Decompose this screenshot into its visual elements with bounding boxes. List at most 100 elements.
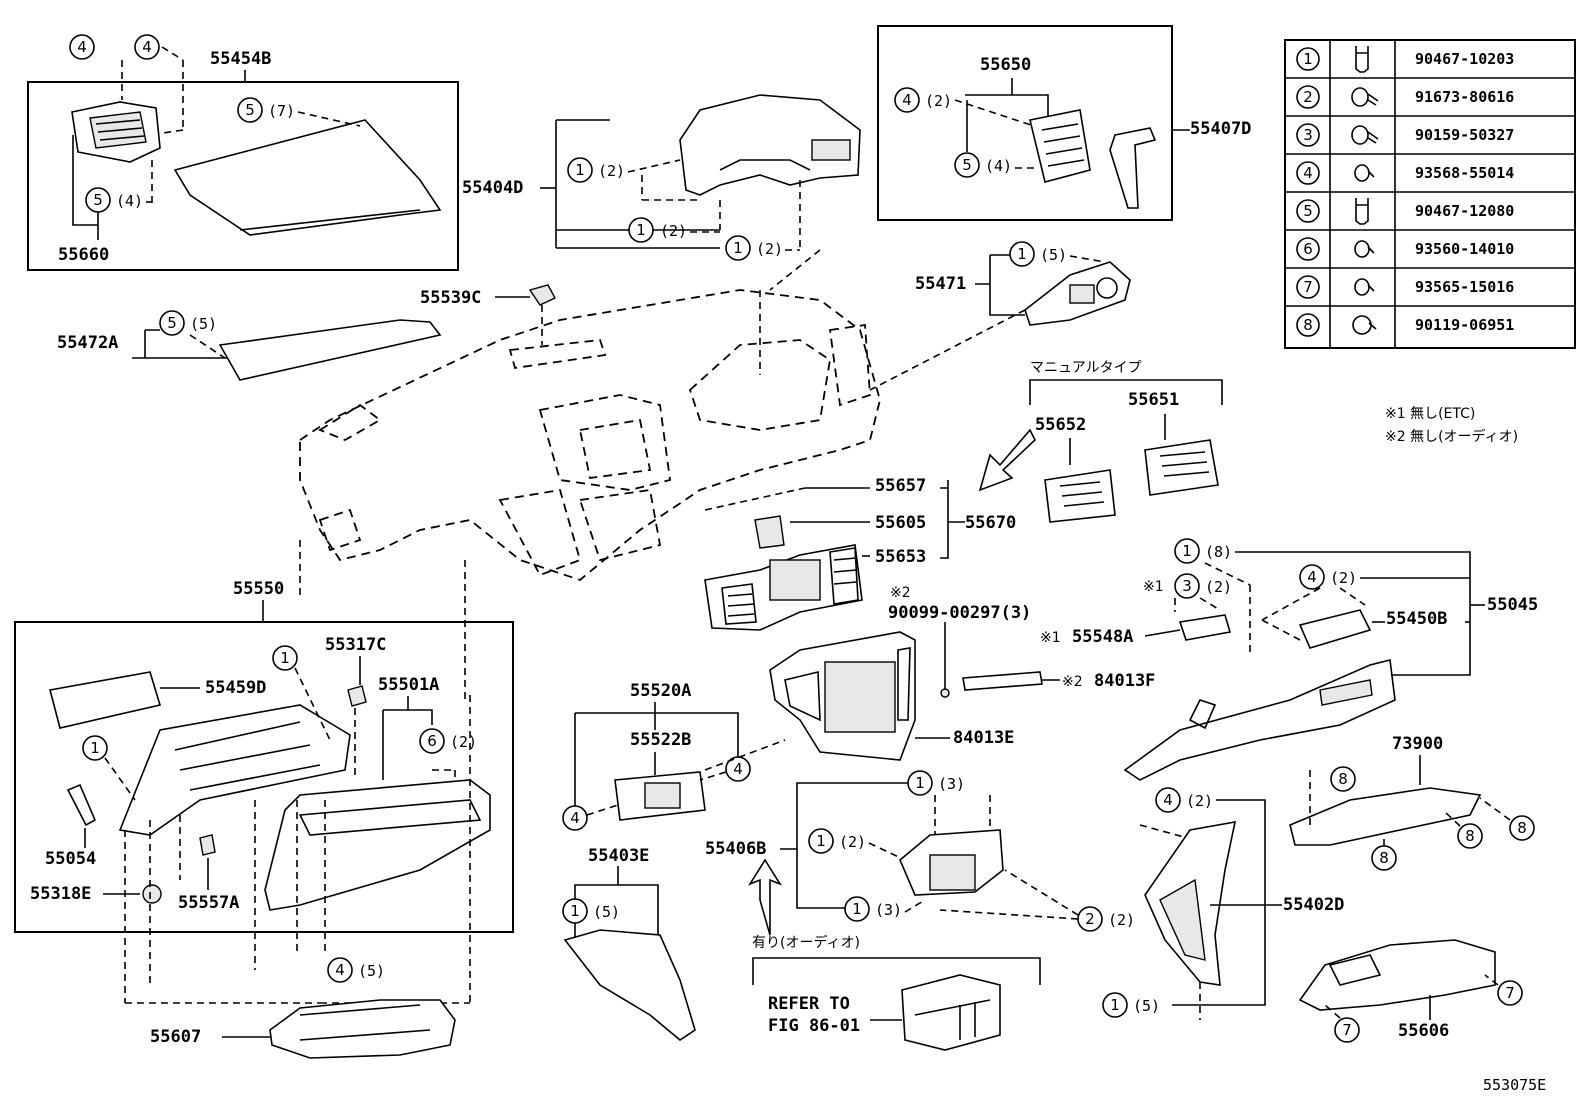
svg-text:8: 8 xyxy=(1517,819,1527,837)
svg-text:(2): (2) xyxy=(925,92,952,110)
legend-num-3: 3 xyxy=(1303,126,1313,144)
svg-text:4: 4 xyxy=(335,961,345,979)
legend-marker-5 xyxy=(1296,199,1320,223)
console-side-group: 4 (2) 55402D 1 (5) xyxy=(1102,787,1344,1020)
lower-cover-part-55607 xyxy=(269,999,456,1059)
note-2: ※2 無し(オーディオ) xyxy=(1385,428,1518,445)
mark-2a: ※2 xyxy=(890,585,911,601)
clip-icon xyxy=(1355,46,1369,73)
svg-text:1: 1 xyxy=(570,902,580,920)
stopper-part-55317C xyxy=(347,685,367,707)
label-55660: 55660 xyxy=(58,245,109,265)
label-84013E: 84013E xyxy=(953,728,1014,748)
label-55653: 55653 xyxy=(875,547,926,567)
svg-text:1: 1 xyxy=(852,900,862,918)
svg-text:1: 1 xyxy=(1017,245,1027,263)
legend-part-8: 90119-06951 xyxy=(1415,316,1514,334)
legend-marker-2 xyxy=(1296,85,1320,109)
label-55454B: 55454B xyxy=(210,49,271,69)
clock-group: 55520A 55522B 4 4 xyxy=(562,681,786,831)
svg-text:(5): (5) xyxy=(190,315,217,333)
svg-text:1: 1 xyxy=(915,774,925,792)
under-cover-part-55606 xyxy=(1298,939,1496,1011)
label-55550: 55550 xyxy=(233,579,284,599)
legend-marker-6 xyxy=(1296,237,1320,261)
screw-icon xyxy=(1351,87,1379,107)
screw-icon xyxy=(1351,125,1379,145)
audio-present-label: 有り(オーディオ) xyxy=(752,934,860,951)
bracket-part-55605 xyxy=(754,515,785,549)
label-55605: 55605 xyxy=(875,513,926,533)
svg-text:(2): (2) xyxy=(756,240,783,258)
under-cover-group: 55606 7 7 xyxy=(1298,939,1523,1043)
switch-panel-group: 55471 1 (5) xyxy=(915,241,1131,326)
center-register-group: 55657 55605 55653 55670 xyxy=(704,476,1016,631)
label-55522B: 55522B xyxy=(630,730,691,750)
center-vent-part xyxy=(1029,109,1091,183)
manual-type-group: マニュアルタイプ 55652 55651 xyxy=(978,360,1223,523)
legend-num-6: 6 xyxy=(1303,240,1313,258)
legend-marker-7 xyxy=(1296,275,1320,299)
legend-num-1: 1 xyxy=(1303,50,1313,68)
svg-text:(2): (2) xyxy=(450,733,477,751)
label-55557A: 55557A xyxy=(178,893,239,913)
trim-strip-part xyxy=(1109,127,1157,209)
svg-text:(5): (5) xyxy=(593,903,620,921)
svg-text:8: 8 xyxy=(1379,849,1389,867)
defroster-part xyxy=(218,319,442,381)
pad-part xyxy=(173,119,442,236)
panel-part-55450B xyxy=(1298,609,1372,649)
glove-box-door-part xyxy=(264,779,491,911)
label-55403E: 55403E xyxy=(588,846,649,866)
hinge-part-55054 xyxy=(66,783,97,827)
svg-text:8: 8 xyxy=(1465,827,1475,845)
svg-text:4: 4 xyxy=(1307,568,1317,586)
legend-num-2: 2 xyxy=(1303,88,1313,106)
vent-part-55652 xyxy=(1044,469,1116,523)
trim-part-84013F xyxy=(962,671,1043,691)
console-trim-part xyxy=(563,929,696,1041)
legend-num-5: 5 xyxy=(1303,202,1313,220)
svg-text:1: 1 xyxy=(733,239,743,257)
qty-8: (8) xyxy=(1205,543,1232,561)
label-55318E: 55318E xyxy=(30,884,91,904)
svg-text:1: 1 xyxy=(90,739,100,757)
label-55670: 55670 xyxy=(965,513,1016,533)
qty-4a: (4) xyxy=(116,192,143,210)
svg-text:(2): (2) xyxy=(1205,578,1232,596)
svg-text:(4): (4) xyxy=(985,157,1012,175)
svg-text:4: 4 xyxy=(902,91,912,109)
screw-icon xyxy=(1354,240,1375,258)
note-1: ※1 無し(ETC) xyxy=(1385,406,1475,422)
cluster-hood-part xyxy=(679,94,861,196)
svg-text:(2): (2) xyxy=(839,833,866,851)
center-vent-inset: 55650 4 (2) 5 (4) 55407D xyxy=(877,25,1251,221)
label-55606: 55606 xyxy=(1398,1021,1449,1041)
manual-type-label: マニュアルタイプ xyxy=(1030,360,1142,376)
svg-text:(2): (2) xyxy=(1186,792,1213,810)
svg-text:2: 2 xyxy=(1085,910,1095,928)
lower-panel-part xyxy=(1123,659,1396,781)
legend-part-3: 90159-50327 xyxy=(1415,126,1514,144)
label-55652: 55652 xyxy=(1035,415,1086,435)
screw-icon xyxy=(1354,164,1375,182)
svg-text:(2): (2) xyxy=(1330,569,1357,587)
label-55650: 55650 xyxy=(980,55,1031,75)
etc-bracket-part xyxy=(1178,614,1232,641)
instrument-panel-outline xyxy=(299,289,881,582)
legend-part-2: 91673-80616 xyxy=(1415,88,1514,106)
svg-text:(2): (2) xyxy=(660,222,687,240)
glove-box-frame-part xyxy=(118,704,351,836)
label-55657: 55657 xyxy=(875,476,926,496)
svg-text:(5): (5) xyxy=(1133,997,1160,1015)
legend-marker-8 xyxy=(1296,313,1320,337)
label-55045: 55045 xyxy=(1487,595,1538,615)
knee-airbag-part xyxy=(1289,787,1482,846)
vent-part-55651 xyxy=(1144,439,1219,496)
console-trim-group: 55403E 1 (5) xyxy=(562,846,696,1041)
qty-5a: (5) xyxy=(1040,246,1067,264)
damper-part-55318E xyxy=(142,884,162,904)
up-arrow-icon xyxy=(748,858,782,936)
label-55520A: 55520A xyxy=(630,681,691,701)
